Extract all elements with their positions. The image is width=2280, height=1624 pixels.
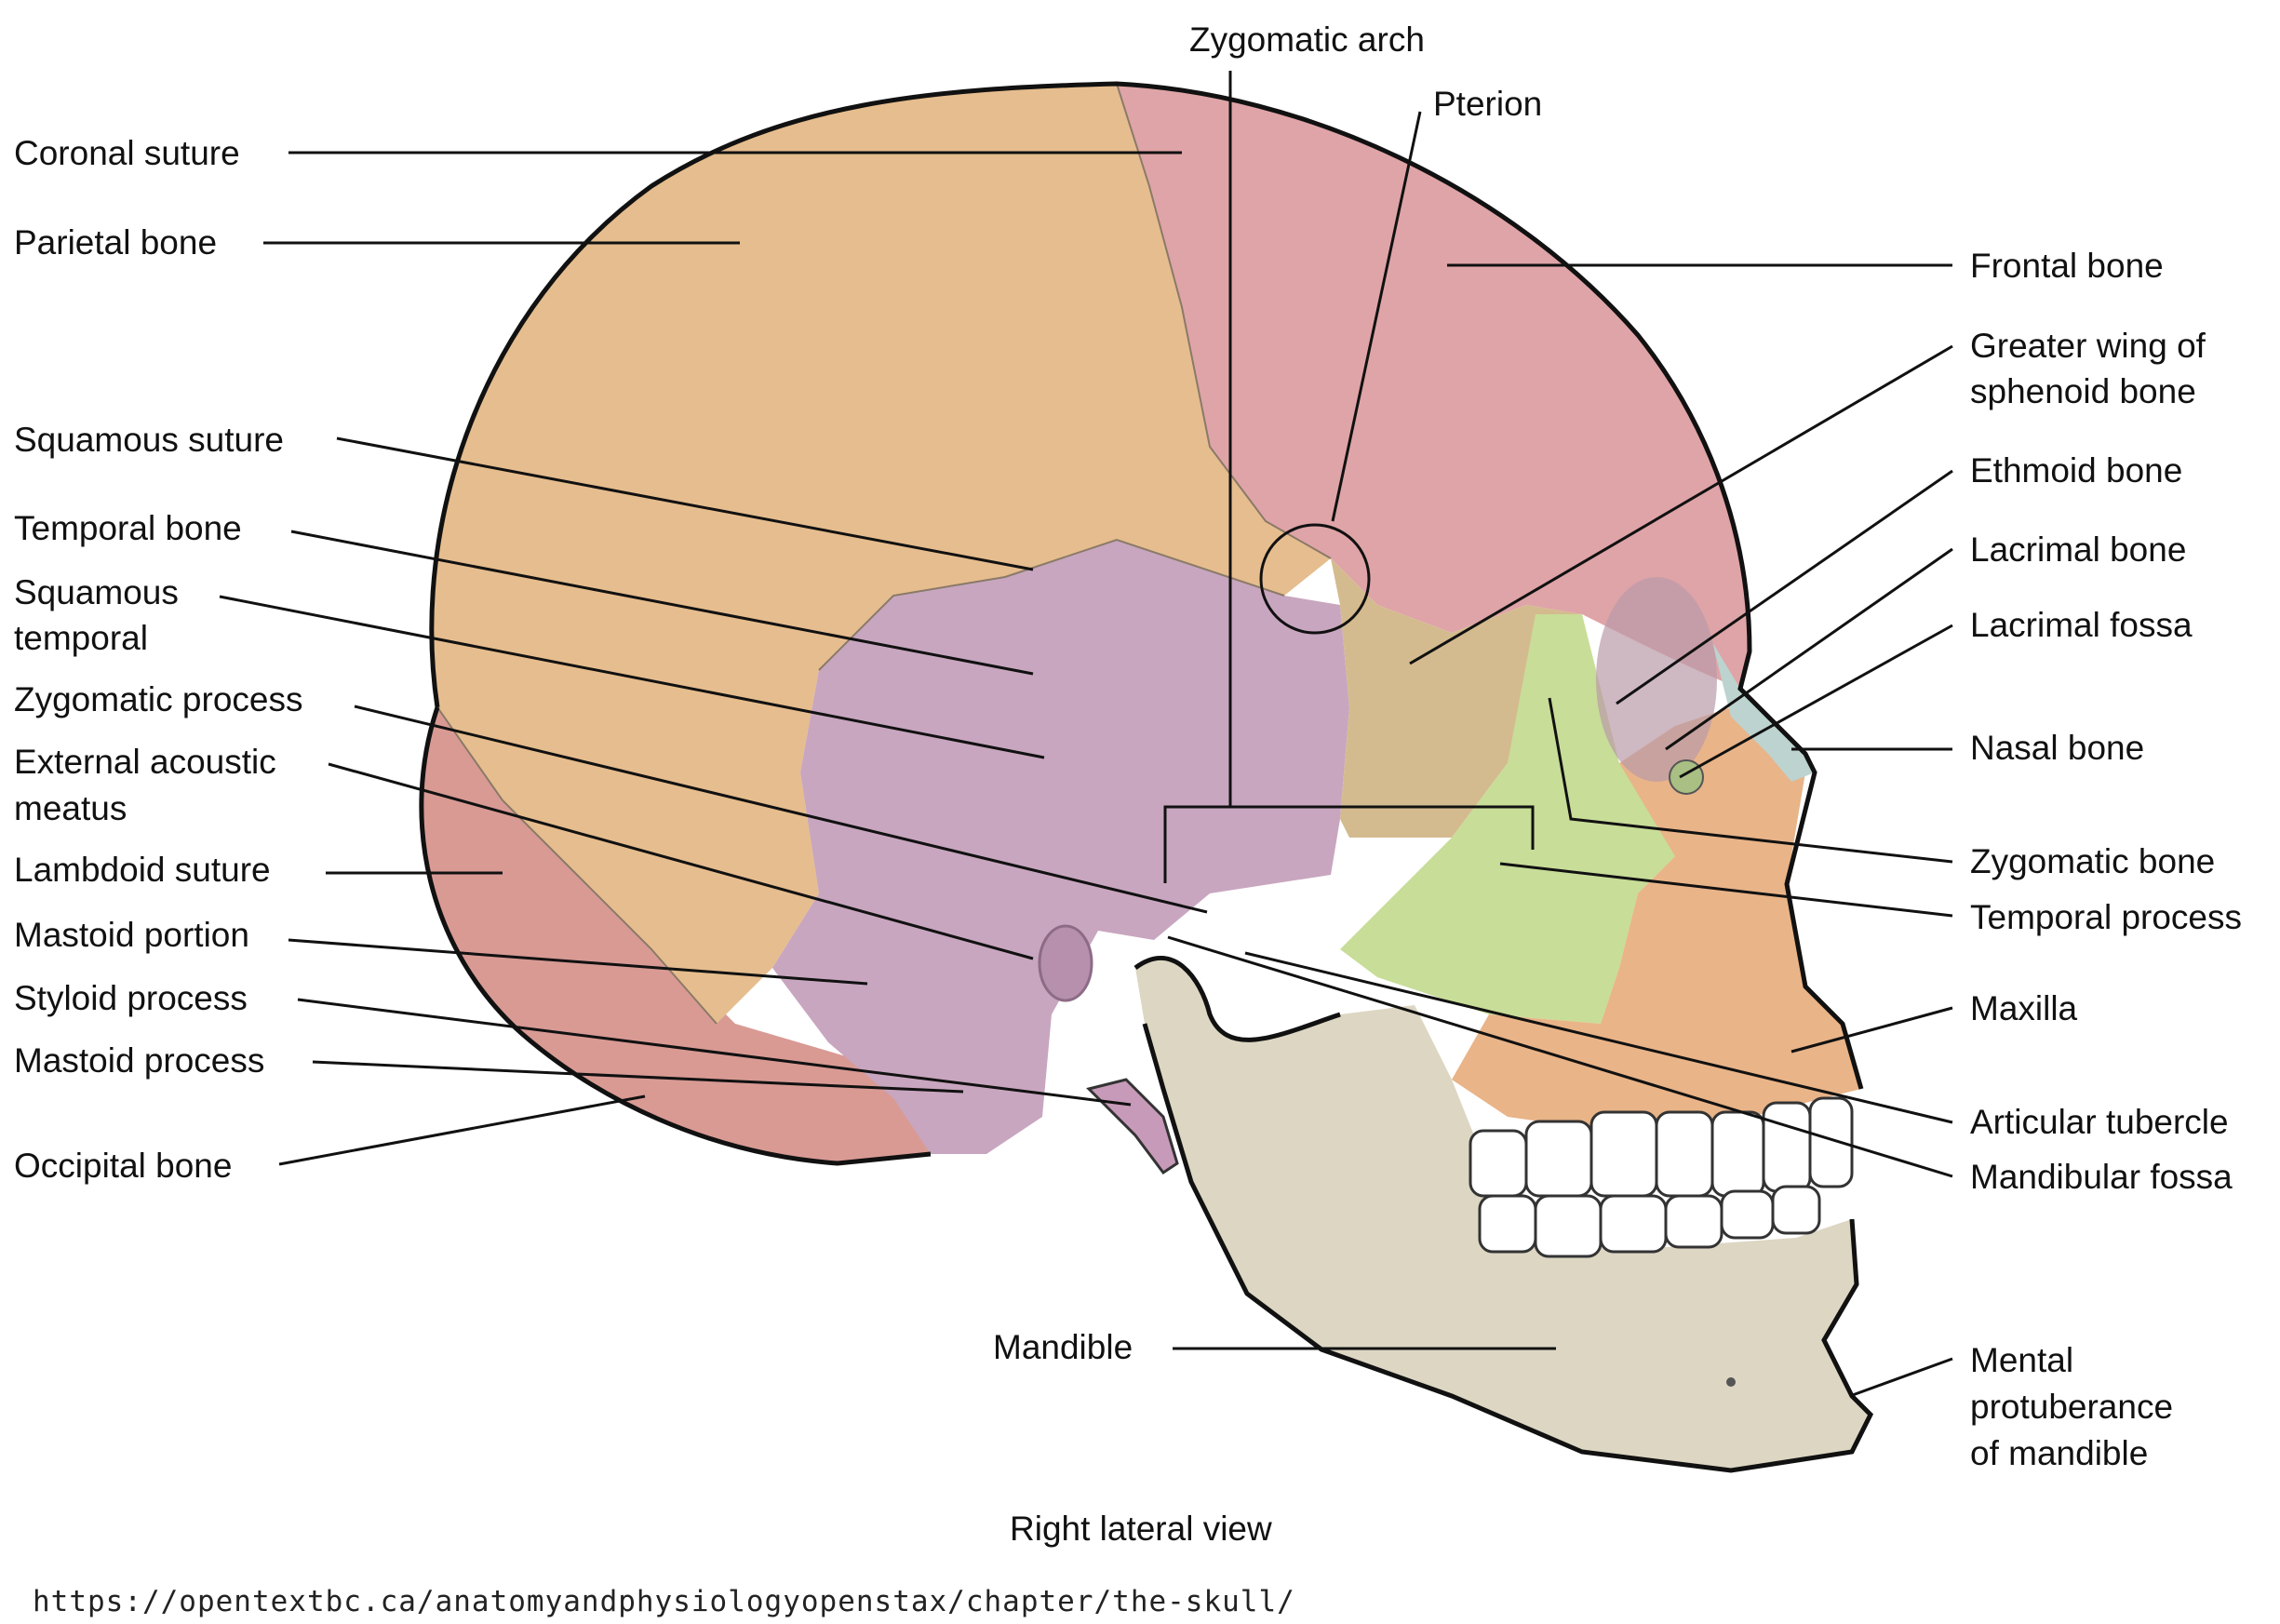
label-mandible: Mandible (993, 1328, 1133, 1366)
leader-greater-wing (1409, 344, 1953, 665)
label-lacrimal-bone: Lacrimal bone (1970, 530, 2186, 569)
label-frontal-bone: Frontal bone (1970, 247, 2164, 285)
pterion-circle (1259, 523, 1371, 635)
leader-zygomatic-process (354, 705, 1208, 914)
label-squamous-temporal-line2: temporal (14, 619, 148, 657)
label-lambdoid-suture: Lambdoid suture (14, 851, 271, 889)
caption: Right lateral view (1010, 1510, 1272, 1548)
leader-occipital-bone (278, 1094, 646, 1166)
label-squamous-suture: Squamous suture (14, 421, 284, 459)
label-temporal-bone: Temporal bone (14, 509, 242, 547)
squamous-suture-line (818, 538, 1285, 671)
leader-mandibular-fossa (1167, 935, 1953, 1178)
leader-zygomatic-bone (1548, 697, 1953, 864)
label-external-acoustic-line1: External acoustic (14, 743, 276, 781)
orbit-shadow (1596, 577, 1717, 782)
occiput-outline (419, 706, 932, 1166)
label-parietal-bone: Parietal bone (14, 223, 217, 262)
mandible-outline (1133, 956, 1874, 1473)
label-mental-line2: protuberance (1970, 1388, 2173, 1426)
label-pterion: Pterion (1433, 85, 1542, 123)
teeth (1469, 1096, 1854, 1258)
sphenoid-bone-region (1331, 558, 1582, 838)
label-zygomatic-process: Zygomatic process (14, 680, 303, 718)
label-articular-tubercle: Articular tubercle (1970, 1103, 2229, 1141)
leader-temporal-process (1499, 862, 1953, 918)
temporal-bone-region (772, 540, 1349, 1154)
label-maxilla: Maxilla (1970, 989, 2078, 1027)
leader-squamous-suture (336, 436, 1034, 571)
leader-squamous-temporal (219, 595, 1045, 759)
leader-temporal-bone (290, 530, 1034, 676)
leader-mental-protuberance (1849, 1357, 1953, 1398)
label-mastoid-portion: Mastoid portion (14, 916, 249, 954)
label-lacrimal-fossa: Lacrimal fossa (1970, 606, 2193, 644)
leader-maxilla (1790, 1006, 1953, 1054)
frontal-bone-region (1117, 84, 1750, 689)
label-zygomatic-arch: Zygomatic arch (1189, 20, 1425, 59)
label-styloid-process: Styloid process (14, 979, 248, 1017)
leader-mastoid-portion (288, 938, 868, 986)
lambdoid-suture-line (436, 706, 718, 1025)
labels: Zygomatic arch Pterion Coronal suture Pa… (14, 20, 2242, 1618)
label-external-acoustic-line2: meatus (14, 789, 127, 827)
mental-foramen (1726, 1377, 1736, 1387)
label-mastoid-process: Mastoid process (14, 1041, 264, 1080)
label-greater-wing-line1: Greater wing of (1970, 327, 2206, 365)
leader-styloid-process (297, 998, 1132, 1107)
label-mandibular-fossa: Mandibular fossa (1970, 1158, 2233, 1196)
source-url: https://opentextbc.ca/anatomyandphysiolo… (33, 1585, 1295, 1618)
label-ethmoid-bone: Ethmoid bone (1970, 451, 2182, 490)
leader-lacrimal-fossa (1679, 624, 1953, 779)
leader-lines (219, 71, 1953, 1398)
label-mental-line1: Mental (1970, 1341, 2073, 1379)
label-nasal-bone: Nasal bone (1970, 729, 2144, 767)
label-mental-line3: of mandible (1970, 1434, 2148, 1472)
leader-articular-tubercle (1244, 951, 1953, 1124)
external-acoustic-meatus-mark (1038, 924, 1093, 1002)
label-greater-wing-line2: sphenoid bone (1970, 372, 2196, 410)
leader-external-acoustic-meatus (328, 762, 1034, 960)
zygomatic-bone-region (1340, 614, 1675, 1024)
leader-mastoid-process (312, 1060, 964, 1094)
skull-illustration (419, 81, 1874, 1473)
leader-lacrimal-bone (1665, 547, 1953, 751)
leader-zygomatic-arch-bracket (1163, 805, 1535, 883)
leader-pterion (1331, 111, 1422, 522)
occipital-bone-region (421, 707, 959, 1163)
parietal-bone-region (431, 84, 1332, 1024)
label-zygomatic-bone: Zygomatic bone (1970, 842, 2215, 880)
coronal-suture-line (1116, 83, 1332, 559)
label-coronal-suture: Coronal suture (14, 134, 240, 172)
leader-ethmoid-bone (1616, 469, 1953, 705)
label-temporal-process: Temporal process (1970, 898, 2242, 936)
label-squamous-temporal-line1: Squamous (14, 573, 179, 611)
label-occipital-bone: Occipital bone (14, 1147, 232, 1185)
